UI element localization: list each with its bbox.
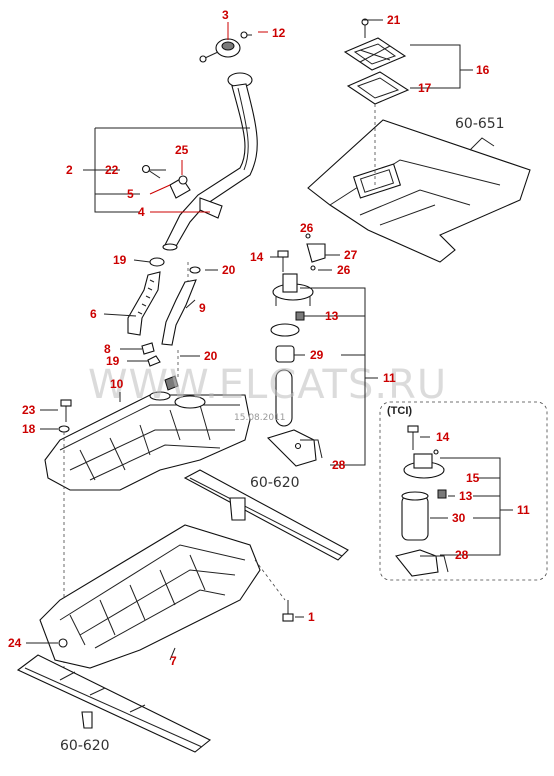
tci-box-label: (TCI)	[387, 405, 412, 417]
pump-assembly-illustration	[266, 233, 326, 467]
callout-5: 5	[127, 187, 134, 201]
callout-2: 2	[66, 163, 73, 177]
tci-box	[379, 401, 548, 581]
callout-28b: 28	[455, 548, 469, 562]
callout-26a: 26	[300, 221, 314, 235]
callout-8: 8	[104, 342, 111, 356]
bottom-rail-illustration	[16, 654, 212, 753]
filler-neck-illustration	[141, 31, 258, 251]
callout-30: 30	[452, 511, 466, 525]
skid-bolt-illustration	[282, 600, 294, 622]
tank-bolt-illustration	[58, 399, 72, 690]
callout-12: 12	[272, 26, 286, 40]
callout-11a: 11	[383, 371, 396, 385]
callout-18: 18	[22, 422, 36, 436]
callout-1: 1	[308, 610, 315, 624]
hose-illustration	[127, 257, 201, 380]
skid-plate-illustration	[39, 524, 286, 669]
callout-14b: 14	[436, 430, 450, 444]
callout-28a: 28	[332, 458, 346, 472]
reference-60-620-mid: 60-620	[250, 475, 300, 491]
callout-25: 25	[175, 143, 189, 157]
callout-14a: 14	[250, 250, 264, 264]
callout-16: 16	[476, 63, 490, 77]
callout-3: 3	[222, 8, 229, 22]
callout-21: 21	[387, 13, 401, 27]
callout-6: 6	[90, 307, 97, 321]
fuel-tank-illustration	[44, 375, 251, 491]
callout-13a: 13	[325, 309, 339, 323]
callout-11b: 11	[517, 503, 530, 517]
floor-panel-illustration	[307, 119, 531, 263]
callout-27: 27	[344, 248, 358, 262]
crossmember-illustration	[183, 469, 349, 561]
callout-19a: 19	[113, 253, 127, 267]
callout-26b: 26	[337, 263, 351, 277]
callout-19b: 19	[106, 354, 120, 368]
callout-10: 10	[110, 377, 124, 391]
callout-17: 17	[418, 81, 432, 95]
callout-24: 24	[8, 636, 22, 650]
watermark-text: WWW.ELCATS.RU	[88, 362, 447, 408]
callout-13b: 13	[459, 489, 473, 503]
leader-lines	[26, 19, 513, 661]
callout-7: 7	[170, 654, 177, 668]
callout-22: 22	[105, 163, 119, 177]
watermark-date: 15.08.2011	[234, 413, 286, 423]
callout-29: 29	[310, 348, 324, 362]
reference-60-651: 60-651	[455, 116, 505, 132]
callout-4: 4	[138, 205, 145, 219]
callout-9: 9	[199, 301, 206, 315]
callout-20a: 20	[222, 263, 236, 277]
callout-15: 15	[466, 471, 480, 485]
callout-20b: 20	[204, 349, 218, 363]
gasket-plate-illustration	[343, 18, 410, 185]
tci-pump-illustration	[395, 425, 449, 577]
callout-23: 23	[22, 403, 36, 417]
reference-60-620-bottom: 60-620	[60, 738, 110, 754]
